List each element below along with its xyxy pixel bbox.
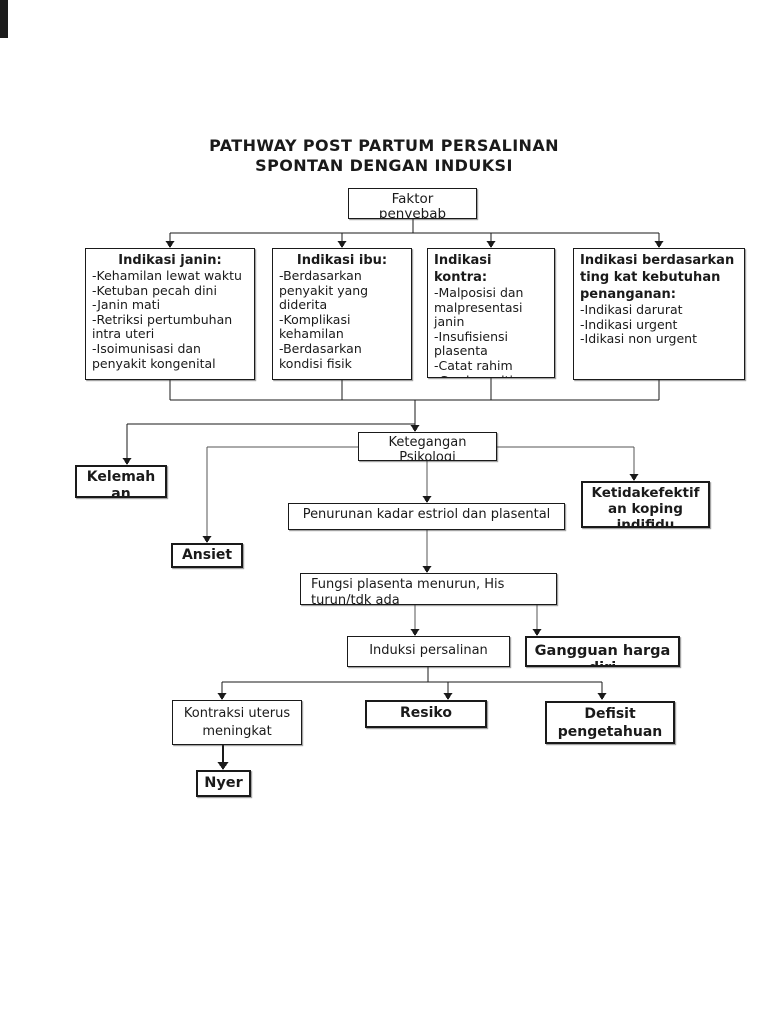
list-item: -Retriksi pertumbuhan intra uteri [92,311,233,342]
node-penurunan-estriol: Penurunan kadar estriol dan plasental [288,503,565,530]
list-item: -Berdasarkan penyakit yang diderita [279,268,369,313]
node-label: Ketidakefektif [591,485,700,501]
list-item: -Komplikasi kehamilan [279,311,351,342]
node-item-list: -Indikasi darurat-Indikasi urgent-Idikas… [580,302,738,347]
node-label: Gangguan harga [534,643,671,659]
node-ansietas: Ansiet [171,543,243,568]
node-label-clipped: an [111,485,131,498]
node-label: Kelemah [86,469,156,485]
node-label-clipped: pengetahuan [557,723,663,740]
list-item: -Grade multipara [434,373,548,377]
node-label: an koping [608,501,683,517]
list-item: -Insufisiensi plasenta [434,328,509,359]
list-item: -Berdasarkan kondisi fisik [279,340,362,371]
node-label: Ansiet [181,547,233,563]
node-ketidakefektifan-koping: Ketidakefektif an koping indifidu [581,481,710,528]
node-indikasi-janin: Indikasi janin: -Kehamilan lewat waktu-K… [85,248,255,380]
node-item-list: -Malposisi dan malpresentasi janin-Insuf… [434,285,548,377]
node-induksi-persalinan: Induksi persalinan [347,636,510,667]
node-resiko: Resiko [365,700,487,728]
node-label: Induksi persalinan [369,643,488,658]
list-item: -Idikasi non urgent [580,331,697,347]
node-item-list: -Kehamilan lewat waktu-Ketuban pecah din… [92,268,248,371]
node-kelemahan: Kelemah an [75,465,167,498]
node-title: Indikasi ibu: [296,253,388,268]
node-title: Indikasi janin: [118,253,222,268]
node-indikasi-tingkat-kebutuhan: Indikasi berdasarkan ting kat kebutuhan … [573,248,745,380]
node-faktor-penyebab: Faktor penyebab [348,188,477,219]
node-label-clipped: Psikologi [399,450,456,461]
list-item: -Ketuban pecah dini [92,282,217,298]
node-title: Indikasi kontra: [434,253,492,285]
node-label-clipped: turun/tdk ada [311,592,400,605]
list-item: -Catat rahim [434,357,513,373]
node-defisit-pengetahuan: Defisit pengetahuan [545,701,675,744]
node-label: Kontraksi uterus meningkat [183,706,291,739]
node-kontraksi-uterus: Kontraksi uterus meningkat [172,700,302,745]
scan-artifact [0,0,8,38]
list-item: -Janin mati [92,297,161,313]
arrowheads [122,241,664,770]
page-title: PATHWAY POST PARTUM PERSALINAN SPONTAN D… [0,136,768,176]
page-title-line1: PATHWAY POST PARTUM PERSALINAN [209,136,559,155]
node-gangguan-harga-diri: Gangguan harga diri [525,636,680,667]
node-title: Indikasi berdasarkan ting kat kebutuhan … [580,253,735,302]
node-label: Resiko [400,705,452,721]
node-label-clipped: indifidu [616,517,675,528]
node-item-list: -Berdasarkan penyakit yang diderita-Komp… [279,268,405,371]
node-indikasi-ibu: Indikasi ibu: -Berdasarkan penyakit yang… [272,248,412,380]
node-label: Faktor [391,191,434,207]
node-label: Fungsi plasenta menurun, His [311,577,505,592]
node-label-clipped: diri [527,660,678,665]
list-item: -Isoimunisasi dan penyakit kongenital [92,340,216,371]
list-item: -Indikasi darurat [580,302,683,317]
node-label-clipped: penyebab [378,206,447,219]
list-item: -Malposisi dan malpresentasi janin [434,285,524,330]
node-label: Defisit [584,706,636,722]
page-title-line2: SPONTAN DENGAN INDUKSI [255,156,513,175]
node-label: Nyer [204,775,243,791]
list-item: -Indikasi urgent [580,316,678,332]
node-label: Ketegangan [388,435,467,450]
node-fungsi-plasenta: Fungsi plasenta menurun, His turun/tdk a… [300,573,557,605]
node-ketegangan-psikologi: Ketegangan Psikologi [358,432,497,461]
node-nyeri: Nyer [196,770,251,797]
node-label: Penurunan kadar estriol dan plasental [302,507,551,522]
list-item: -Kehamilan lewat waktu [92,268,242,283]
node-indikasi-kontra: Indikasi kontra: -Malposisi dan malprese… [427,248,555,378]
